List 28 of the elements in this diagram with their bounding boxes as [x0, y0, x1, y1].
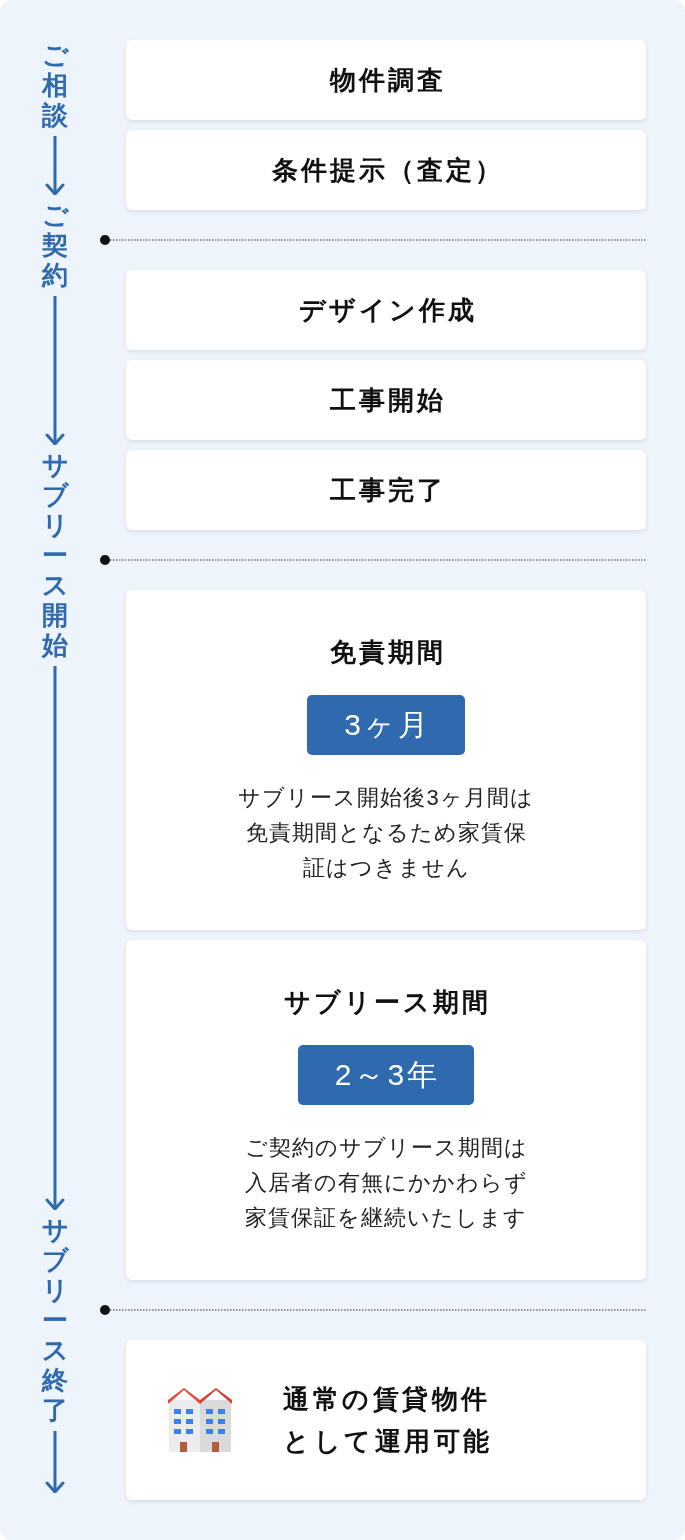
step-title: 工事開始 [328, 384, 446, 417]
arrow [45, 666, 65, 1211]
period-description: ご契約のサブリース期間は入居者の有無にかかわらず家賃保証を継続いたします [243, 1134, 529, 1232]
phase-label: サブリース終了 [42, 1209, 68, 1431]
step-card [126, 40, 646, 120]
period-title: サブリース期間 [283, 986, 491, 1019]
step-card [126, 130, 646, 210]
period-card [126, 590, 646, 930]
period-title: 免責期間 [328, 636, 446, 669]
step-title: 条件提示（査定） [270, 154, 504, 187]
phase-label: サブリース開始 [42, 444, 68, 666]
arrow [45, 136, 65, 196]
step-card [126, 450, 646, 530]
result-card [126, 1340, 646, 1500]
step-title: デザイン作成 [297, 294, 477, 327]
duration-badge: 2～3年 [297, 1045, 475, 1105]
arrow [45, 296, 65, 446]
result-text: 通常の賃貸物件として運用可能 [283, 1383, 493, 1458]
phase-label: ご相談 [42, 34, 68, 136]
duration-badge: 3ヶ月 [307, 695, 465, 755]
step-card [126, 270, 646, 350]
step-title: 工事完了 [328, 474, 446, 507]
step-title: 物件調査 [328, 64, 446, 97]
period-card [126, 940, 646, 1280]
arrow [45, 1431, 65, 1494]
period-description: サブリース開始後3ヶ月間は免責期間となるため家賃保証はつきません [237, 784, 535, 882]
phase-label: ご契約 [42, 194, 68, 296]
step-card [126, 360, 646, 440]
